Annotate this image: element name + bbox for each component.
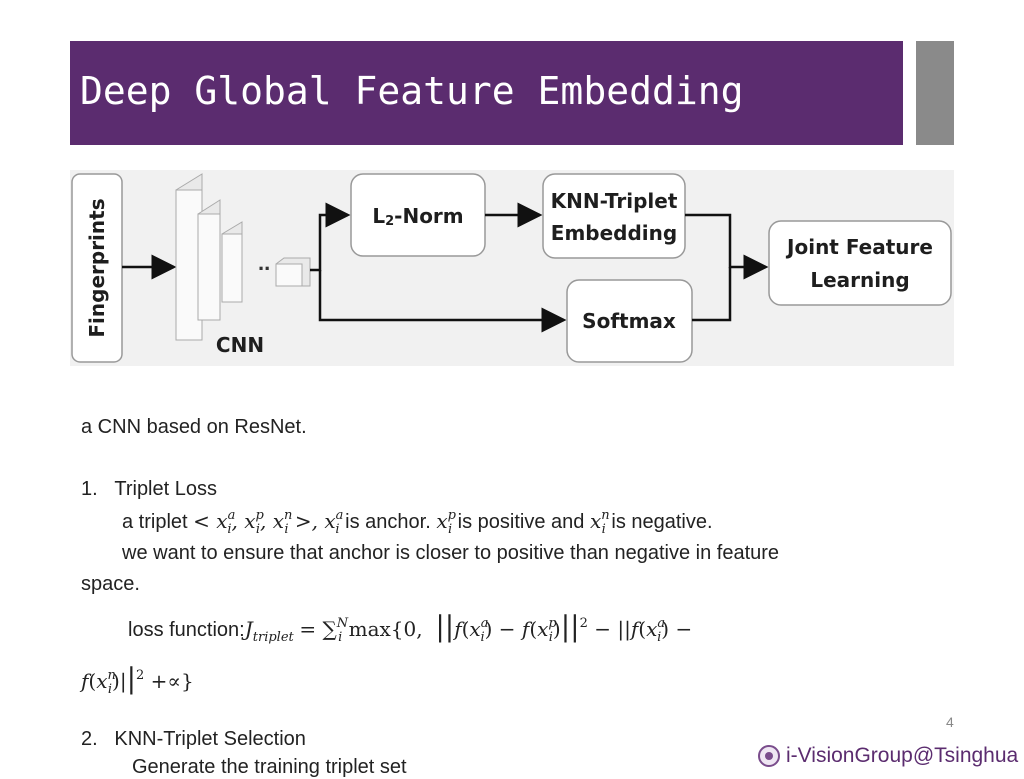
loss-function-continued: f(xni)||2 +∝} [81,662,194,697]
loss-label: loss function: [128,619,245,641]
diagram-svg: Fingerprints .. CNN L2-Norm [71,173,952,363]
item2-number: 2. [81,728,98,750]
softmax-box: Softmax [566,279,693,363]
intro-text: a CNN based on ResNet. [81,416,307,438]
ensure-line-2: space. [81,573,140,595]
joint-feature-learning-box: Joint Feature Learning [768,220,952,306]
joint-label-line1: Joint Feature [785,235,933,259]
is-anchor-text: is anchor. [345,511,431,533]
triplet-prefix: a triplet [122,511,188,533]
triplet-definition-line: a triplet < xai, xpi, xni >, xai is anch… [122,508,713,537]
slide-title: Deep Global Feature Embedding [80,69,744,113]
item2-heading-line: 2. KNN-Triplet Selection [81,728,306,751]
triplet-tuple-math: < xai, xpi, xni >, xai [193,508,344,537]
loss-formula-part3: f(xni)||2 +∝} [81,662,194,697]
footer-credit: i-VisionGroup@Tsinghua [758,743,1018,769]
l2-prefix: L [372,204,385,228]
item1-number: 1. [81,478,98,500]
item1-heading: Triplet Loss [114,478,217,500]
cnn-block-stack: .. [175,173,311,341]
is-negative-text: is negative. [611,511,713,533]
loss-function-line: loss function:Jtriplet = ∑Ni max{0, ||f(… [128,610,692,645]
fingerprints-box: Fingerprints [71,173,123,363]
knn-label-line1: KNN-Triplet [551,189,678,213]
knn-triplet-box: KNN-Triplet Embedding [542,173,686,259]
loss-formula-part2: = ∑Ni max{0, ||f(xai) − f(xpi)||2 − ||f(… [299,610,693,645]
positive-math: xpi [436,508,456,537]
cnn-label: CNN [216,333,264,357]
svg-text:L2-Norm: L2-Norm [372,204,463,229]
joint-label-line2: Learning [810,268,909,292]
arrow-softmax-to-joint [692,267,732,322]
title-bar: Deep Global Feature Embedding [70,41,903,145]
cnn-ellipsis: .. [258,250,270,275]
loss-formula-part1: Jtriplet [244,617,294,645]
arrow-knn-to-joint [685,213,769,280]
fingerprints-label: Fingerprints [85,198,109,337]
knn-label-line2: Embedding [551,221,677,245]
l2-subscript: 2 [385,214,394,229]
softmax-label: Softmax [582,309,676,333]
l2-norm-box: L2-Norm [350,173,486,257]
page-number: 4 [946,714,954,730]
negative-math: xni [589,508,610,537]
arrow-cnn-to-l2norm [310,202,351,272]
item2-heading: KNN-Triplet Selection [114,728,306,750]
tsinghua-seal-icon [758,745,780,767]
arrow-cnn-to-softmax [318,270,567,333]
footer-text: i-VisionGroup@Tsinghua [786,744,1019,767]
item1-heading-line: 1. Triplet Loss [81,478,217,501]
side-accent-bar [916,41,954,145]
l2-suffix: -Norm [394,204,463,228]
is-positive-text: is positive and [457,511,585,533]
ensure-line-1: we want to ensure that anchor is closer … [122,542,780,564]
architecture-diagram: Fingerprints .. CNN L2-Norm [70,170,954,366]
